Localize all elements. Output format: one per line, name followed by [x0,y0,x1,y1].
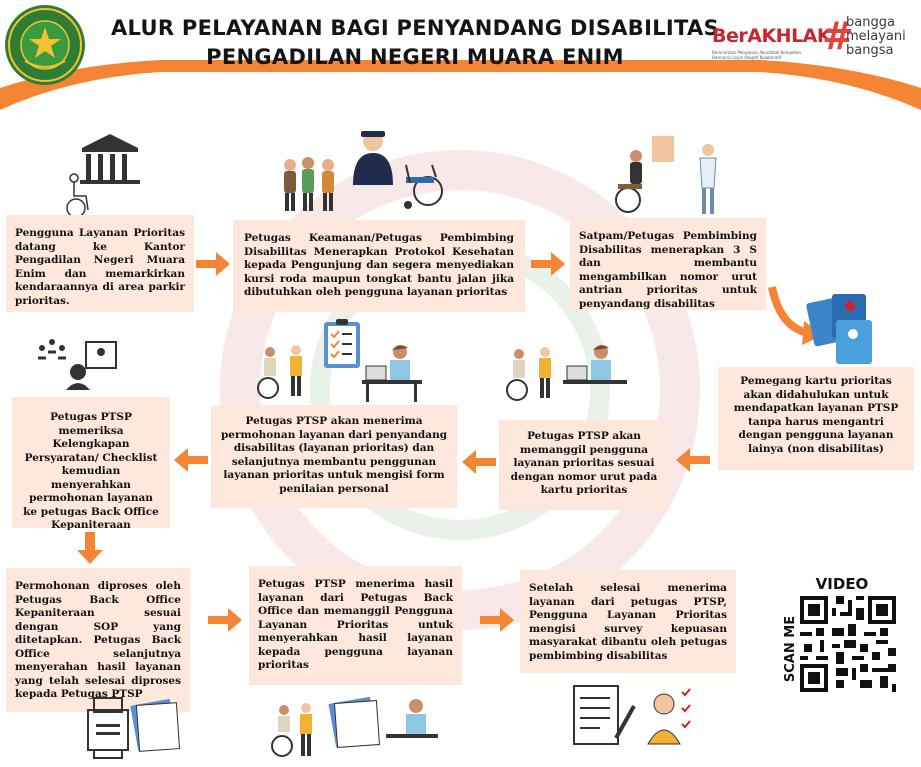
step-7-box: Petugas PTSP memeriksa Kelengkapan Persy… [12,397,170,531]
step-5-box: Petugas PTSP akan memanggil pengguna lay… [499,420,669,510]
courthouse-wheelchair-icon [66,134,140,218]
checklist-clipboard-icon [324,319,360,368]
meeting-video-call-icon [38,339,117,390]
scan-me-label: SCAN ME [783,615,798,683]
step-2-box: Petugas Keamanan/Petugas Pembimbing Disa… [233,220,525,312]
arrow-step8-to-step9 [208,608,242,632]
satpam-helping-wheelchair-icon [615,136,717,214]
title-line-1: ALUR PELAYANAN BAGI PENYANDANG DISABILIT… [110,16,719,40]
brand-name: BerAKHLAK [712,25,832,47]
step-4-text: Pemegang kartu prioritas akan didahuluka… [733,375,899,455]
ptsp-calling-wheelchair-icon [506,345,627,401]
step-10-text: Setelah selesai menerima layanan dari pe… [529,582,727,662]
step-9-text: Petugas PTSP menerima hasil layanan dari… [258,578,453,671]
survey-form-pen-icon [573,685,691,745]
step-5-text: Petugas PTSP akan memanggil pengguna lay… [510,430,658,496]
step-10-box: Setelah selesai menerima layanan dari pe… [520,570,736,673]
video-label: VIDEO [815,575,869,593]
person-wheelchair-companion-icon [257,345,302,399]
arrow-step6-to-step7 [174,448,208,472]
ptsp-officer-desk-icon [362,345,422,402]
documents-handover-icon [271,696,438,757]
priority-cards-icon [806,294,872,364]
printer-documents-icon [87,697,181,759]
arrow-step1-to-step2 [196,252,230,276]
step-2-text: Petugas Keamanan/Petugas Pembimbing Disa… [244,232,514,298]
step-6-box: Petugas PTSP akan menerima permohonan la… [211,405,457,508]
arrow-step9-to-step10 [480,608,514,632]
header-banner [0,0,921,110]
title-line-2: PENGADILAN NEGERI MUARA ENIM [206,45,624,69]
step-1-box: Pengguna Layanan Prioritas datang ke Kan… [6,215,194,312]
arrow-step7-to-step8 [77,532,103,564]
tagline-word-1: bangga [846,15,895,30]
banner-shape [0,0,921,110]
berakhlak-logo: BerAKHLAK Berorientasi Pelayanan Akuntab… [712,14,917,64]
tagline-word-3: bangsa [846,43,894,58]
step-9-box: Petugas PTSP menerima hasil layanan dari… [249,566,462,685]
brand-subtext: Berorientasi Pelayanan Akuntabel Kompete… [712,50,802,60]
tagline-word-2: melayani [846,29,906,44]
step-4-box: Pemegang kartu prioritas akan didahuluka… [718,367,914,470]
arrow-step2-to-step3 [531,252,565,276]
arrow-step4-to-step5 [676,448,710,472]
step-7-text: Petugas PTSP memeriksa Kelengkapan Persy… [23,411,159,531]
court-emblem-logo [5,5,85,85]
step-8-box: Permohonan diproses oleh Petugas Back Of… [6,568,190,712]
video-qr-code[interactable] [800,596,896,692]
step-3-text: Satpam/Petugas Pembimbing Disabilitas me… [579,230,757,310]
page-title: ALUR PELAYANAN BAGI PENYANDANG DISABILIT… [110,14,720,72]
step-6-text: Petugas PTSP akan menerima permohonan la… [220,415,448,495]
brand-tagline: bangga melayani bangsa [846,16,906,58]
step-1-text: Pengguna Layanan Prioritas datang ke Kan… [15,227,185,307]
security-helpers-wheelchair-icon [284,131,443,211]
arrow-step5-to-step6 [462,450,496,474]
step-8-text: Permohonan diproses oleh Petugas Back Of… [15,580,181,700]
step-3-box: Satpam/Petugas Pembimbing Disabilitas me… [570,218,766,310]
hashtag-icon: # [822,14,854,58]
